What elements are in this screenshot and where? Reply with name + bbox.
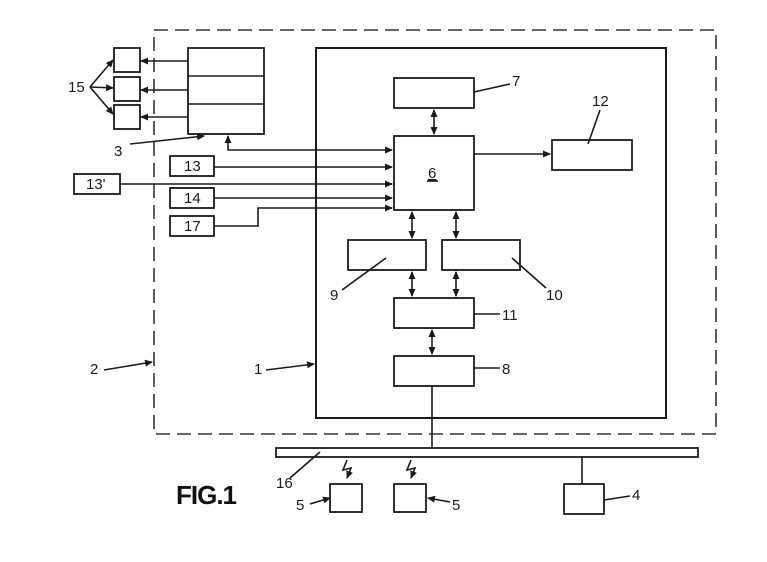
block-8 xyxy=(393,355,475,387)
label-12: 12 xyxy=(592,93,609,110)
label-9: 9 xyxy=(330,287,338,304)
label-14: 14 xyxy=(184,190,201,207)
label-5-left: 5 xyxy=(296,497,304,514)
block-9 xyxy=(347,239,427,271)
block-10 xyxy=(441,239,521,271)
block-12 xyxy=(551,139,633,171)
enclosure-1 xyxy=(315,47,667,419)
label-4: 4 xyxy=(632,487,640,504)
label-17: 17 xyxy=(184,218,201,235)
label-5-right: 5 xyxy=(452,497,460,514)
label-8: 8 xyxy=(502,361,510,378)
label-13: 13 xyxy=(184,158,201,175)
block-4 xyxy=(563,483,605,515)
block-7 xyxy=(393,77,475,109)
label-3: 3 xyxy=(114,143,122,160)
label-15: 15 xyxy=(68,79,85,96)
label-2: 2 xyxy=(90,361,98,378)
block-3 xyxy=(187,47,265,135)
enclosure-2-dashed xyxy=(153,29,717,435)
block-5-right xyxy=(393,483,427,513)
blocks-15 xyxy=(89,47,188,130)
label-7: 7 xyxy=(512,73,520,90)
label-6: 6 xyxy=(428,165,436,182)
block-13 xyxy=(169,155,215,177)
figure-caption: FIG.1 xyxy=(176,480,237,510)
wireless-icon-left xyxy=(341,459,353,479)
label-1: 1 xyxy=(254,361,262,378)
bus-16 xyxy=(275,447,699,458)
block-11 xyxy=(393,297,475,329)
label-10: 10 xyxy=(546,287,563,304)
label-13-prime: 13' xyxy=(86,176,106,193)
wireless-icon-right xyxy=(405,459,417,479)
block-6 xyxy=(393,135,475,211)
label-11: 11 xyxy=(502,307,518,324)
label-16: 16 xyxy=(276,475,293,492)
block-5-left xyxy=(329,483,363,513)
